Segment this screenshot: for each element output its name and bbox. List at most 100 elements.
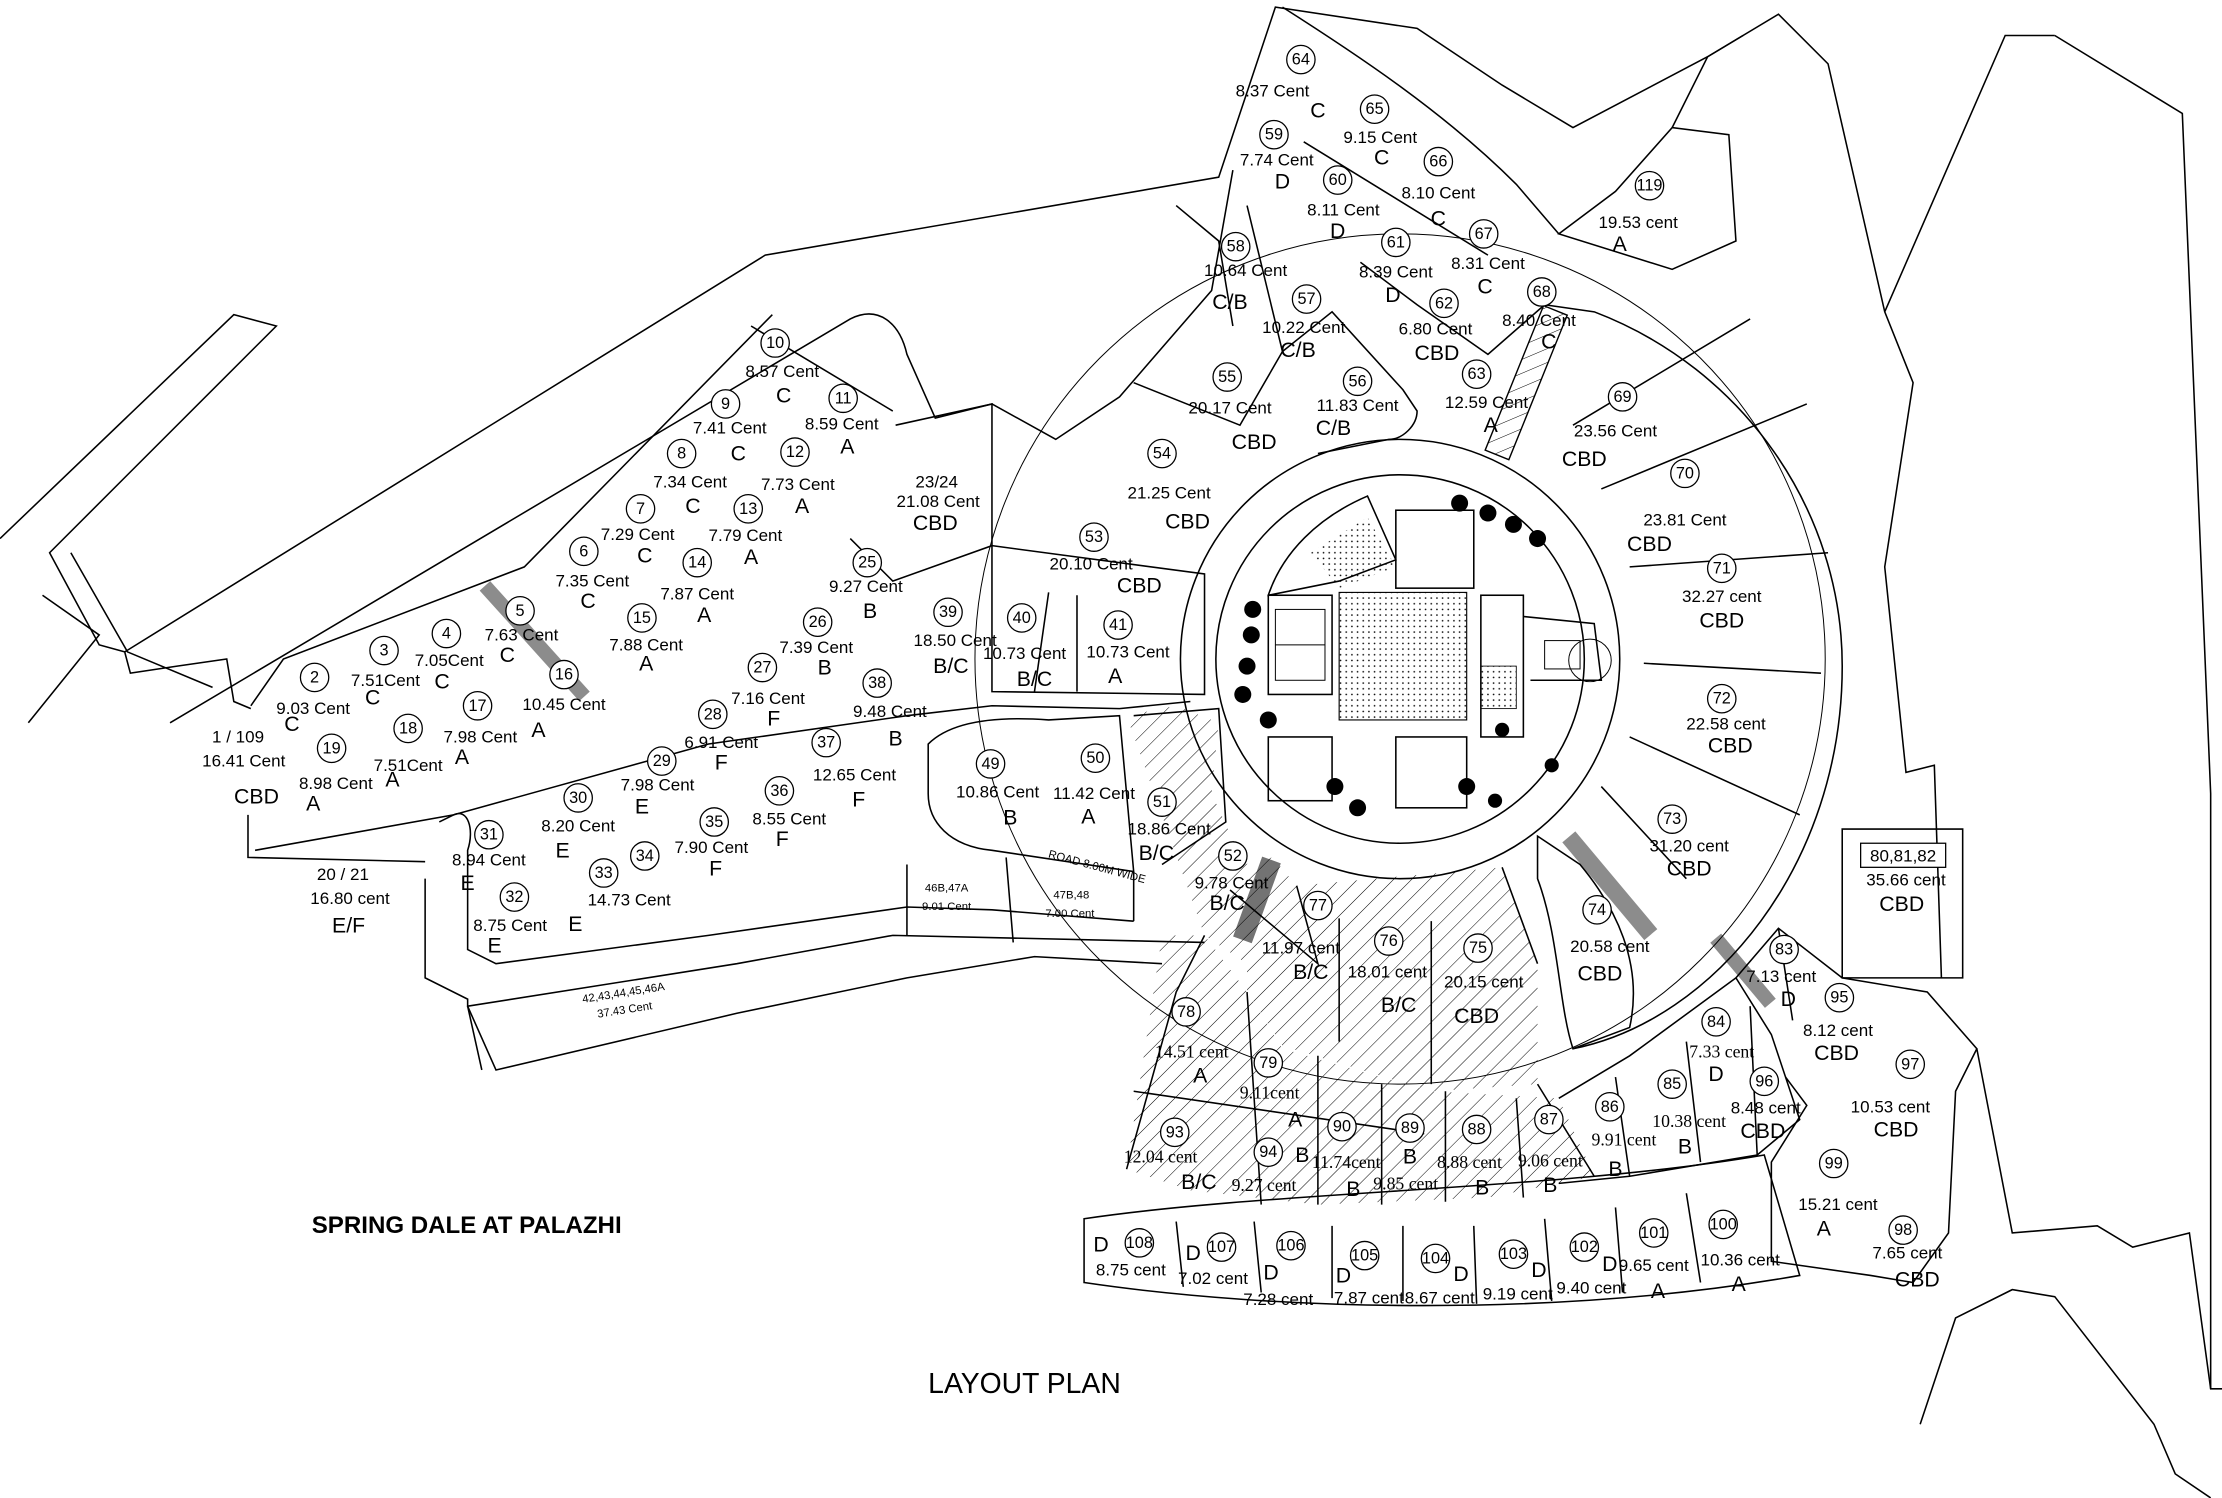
plot-number-circle: [299, 662, 330, 693]
plot[interactable]: 47B,487.00 Cent: [1045, 890, 1095, 920]
plot-number-circle: [1220, 231, 1251, 262]
plot-area: 9.19 cent: [1483, 1284, 1553, 1303]
